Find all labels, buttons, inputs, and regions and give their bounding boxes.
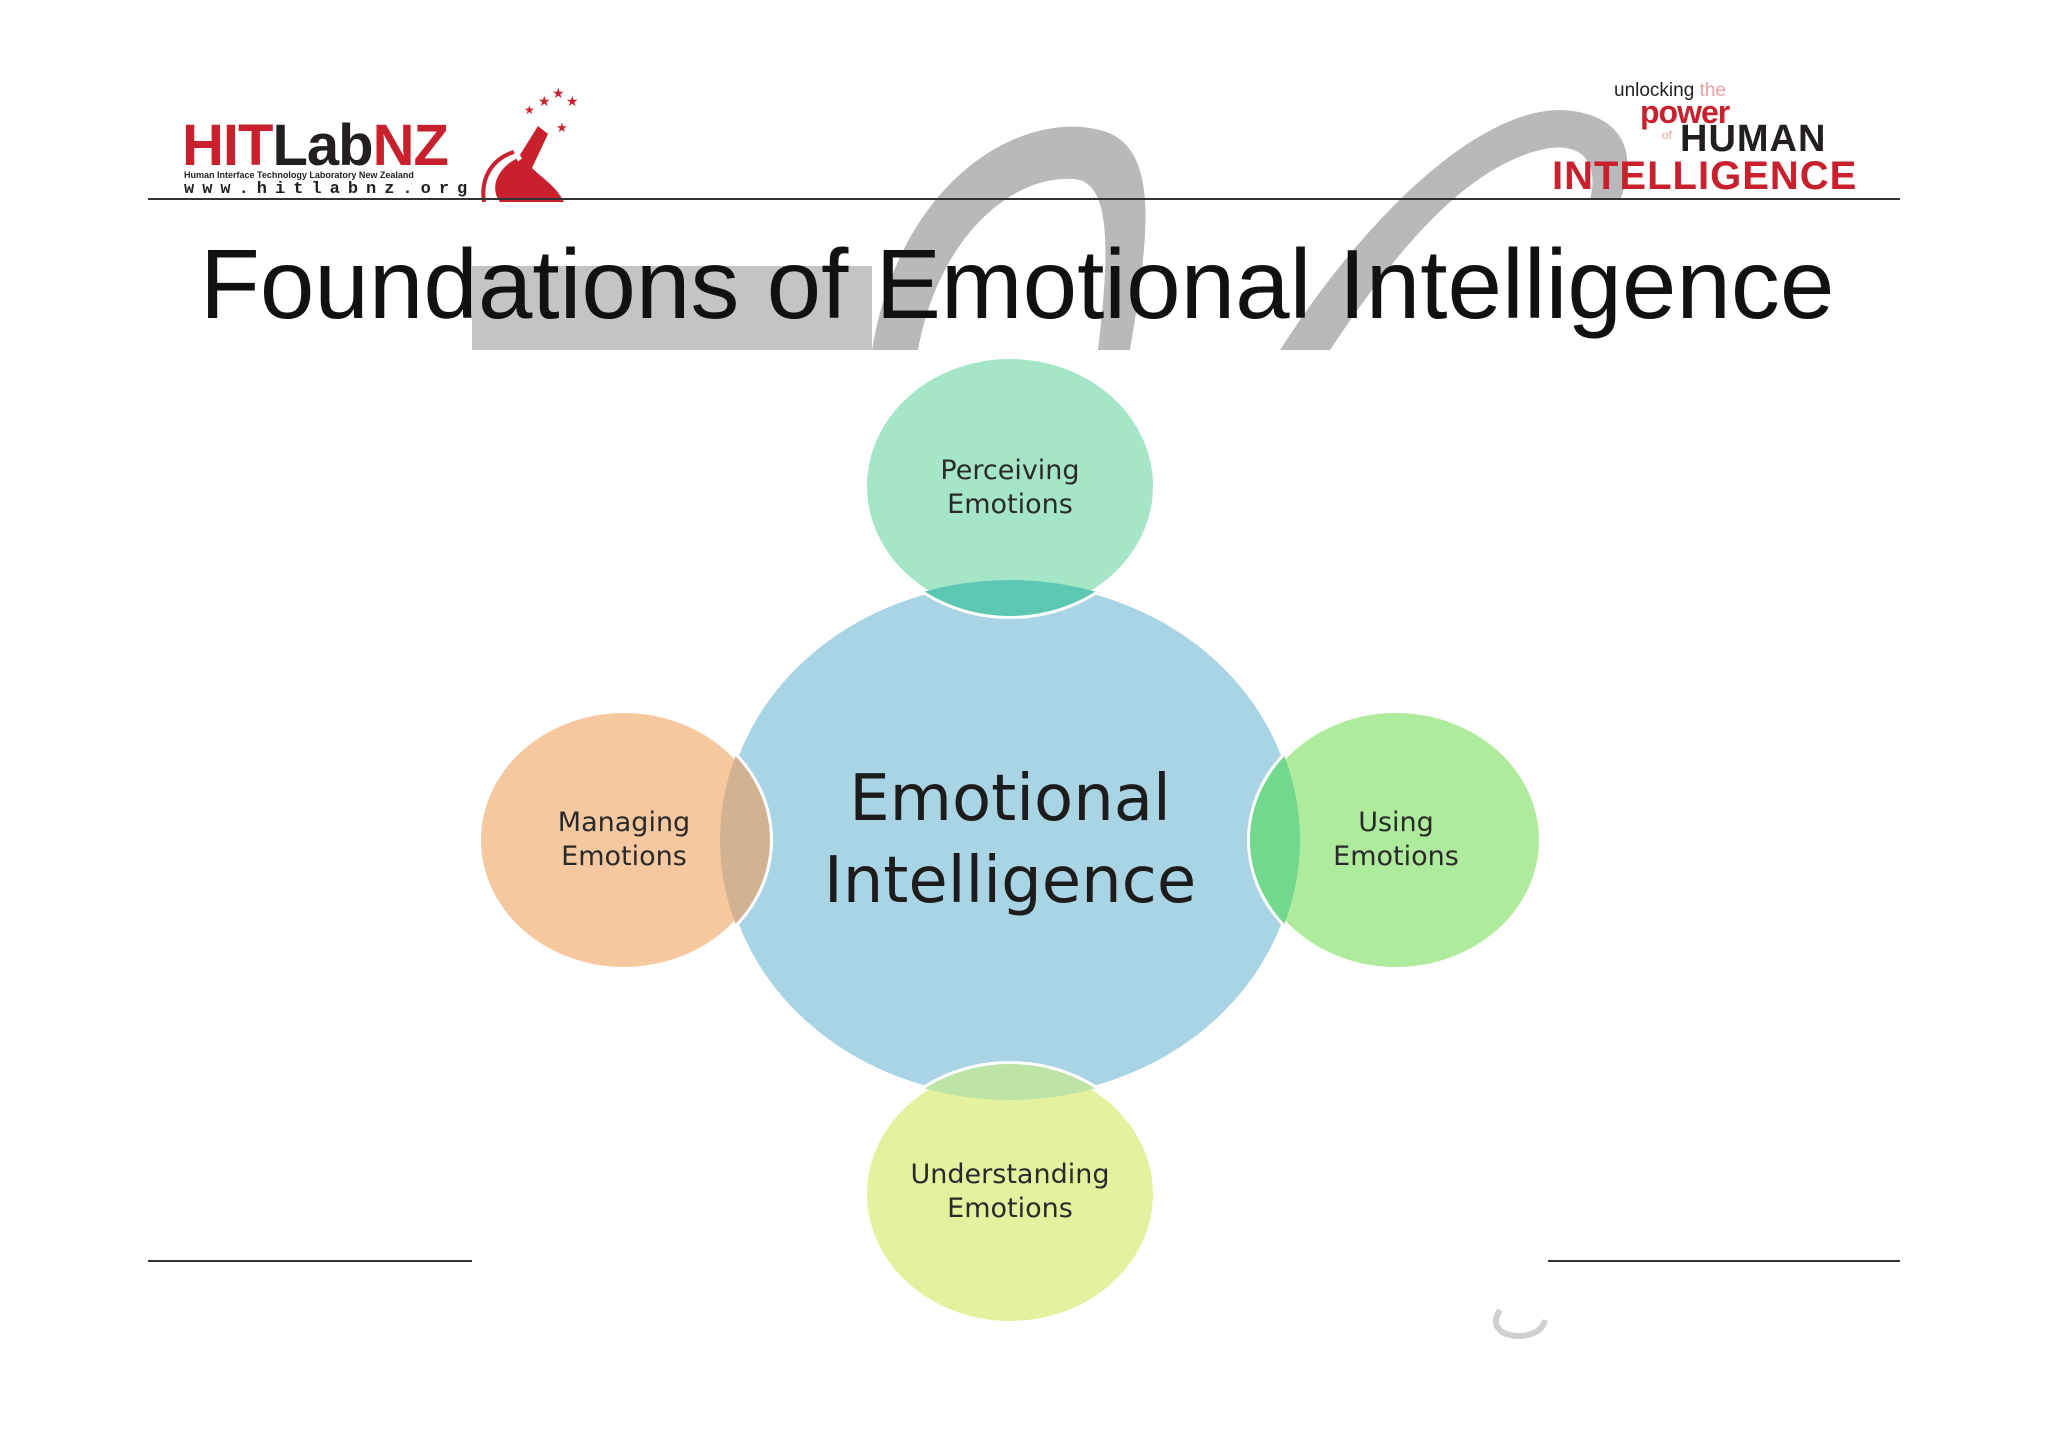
node-label-perceiving: Perceiving Emotions	[940, 455, 1080, 520]
svg-text:★: ★	[552, 86, 565, 102]
svg-text:★: ★	[538, 94, 551, 110]
logo-url: www.hitlabnz.org	[184, 180, 476, 199]
logo-line-of: of	[1662, 128, 1673, 142]
slide-title: Foundations of Emotional Intelligence	[200, 229, 1835, 339]
svg-text:★: ★	[566, 94, 579, 110]
header-divider	[148, 198, 1900, 200]
logo-line-intelligence: INTELLIGENCE	[1552, 154, 1858, 198]
unlocking-human-intelligence-logo[interactable]: unlocking the power of HUMAN INTELLIGENC…	[1540, 80, 1890, 200]
logo-figure-stars-icon: ★ ★ ★ ★ ★	[481, 86, 579, 202]
logo-subline: Human Interface Technology Laboratory Ne…	[184, 170, 414, 180]
logo-line-unlocking: unlocking the	[1614, 80, 1726, 101]
logo-line-power: power	[1640, 94, 1730, 130]
node-label-understanding: Understanding Emotions	[910, 1159, 1110, 1224]
node-label-managing: Managing Emotions	[557, 807, 691, 872]
node-label-using: Using Emotions	[1333, 807, 1459, 872]
center-label: Emotional Intelligence	[823, 762, 1197, 918]
svg-text:★: ★	[524, 103, 535, 117]
hitlabnz-logo[interactable]: HITLabNZ Human Interface Technology Labo…	[178, 86, 598, 202]
logo-wordmark: HITLabNZ	[182, 113, 449, 178]
logo-line-human: HUMAN	[1680, 118, 1827, 160]
svg-text:★: ★	[556, 121, 568, 136]
footer-divider-left	[148, 1260, 472, 1262]
footer-divider-right	[1548, 1260, 1900, 1262]
